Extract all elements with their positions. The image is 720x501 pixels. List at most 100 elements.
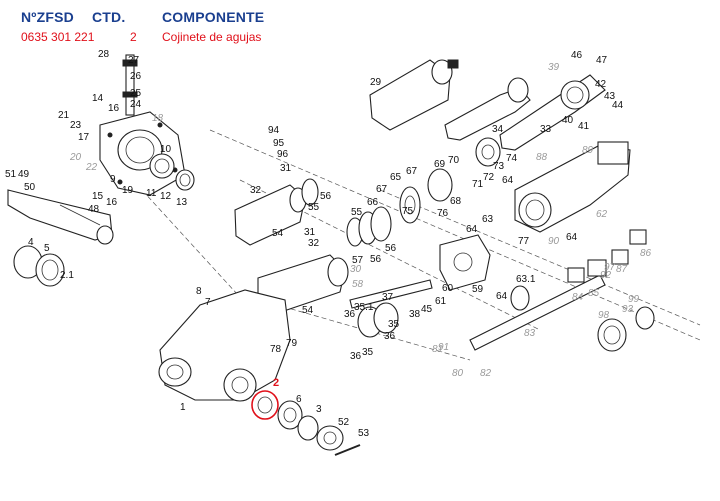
- callout-26: 26: [130, 71, 142, 82]
- callout-67b: 67: [376, 184, 388, 195]
- callout-16b: 16: [106, 197, 118, 208]
- callout-46: 46: [571, 50, 583, 61]
- cylinder-part-54-upper[interactable]: [234, 184, 307, 246]
- callout-68: 68: [450, 196, 462, 207]
- callout-70: 70: [448, 155, 460, 166]
- callout-82: 82: [480, 368, 492, 379]
- callout-11: 11: [146, 188, 157, 199]
- seal-ring-part-13[interactable]: [175, 169, 195, 191]
- cylinder-part-29[interactable]: [369, 59, 459, 131]
- callout-76: 76: [437, 208, 449, 219]
- callout-4: 4: [28, 237, 34, 248]
- callout-61: 61: [435, 296, 447, 307]
- callout-2-highlighted: 2: [273, 377, 279, 389]
- callout-18: 18: [152, 113, 164, 124]
- callout-42: 42: [595, 79, 607, 90]
- valve-stem-part[interactable]: [122, 54, 138, 116]
- callout-32b: 32: [308, 238, 320, 249]
- callout-7: 7: [205, 297, 211, 308]
- callout-78: 78: [270, 344, 282, 355]
- callout-29: 29: [370, 77, 382, 88]
- callout-79: 79: [286, 338, 298, 349]
- callout-3: 3: [316, 404, 322, 415]
- flange-part-52[interactable]: [316, 425, 344, 451]
- shaft-seal-rings[interactable]: [13, 245, 65, 287]
- callout-24: 24: [130, 99, 142, 110]
- callout-43: 43: [604, 91, 616, 102]
- callout-47: 47: [596, 55, 608, 66]
- callout-95: 95: [273, 138, 285, 149]
- bearing-ring-part-10[interactable]: [149, 153, 175, 179]
- callout-64: 64: [502, 175, 514, 186]
- callout-2-1: 2.1: [60, 270, 74, 281]
- col-component-header: COMPONENTE: [162, 9, 265, 25]
- callout-51: 51: [5, 169, 17, 180]
- callout-1: 1: [180, 402, 186, 413]
- callout-23: 23: [70, 120, 82, 131]
- callout-91: 91: [438, 342, 449, 353]
- pinion-shaft-part[interactable]: [444, 77, 531, 141]
- callout-75: 75: [402, 206, 414, 217]
- callout-38: 38: [409, 309, 421, 320]
- callout-49: 49: [18, 169, 30, 180]
- callout-35: 35: [388, 319, 400, 330]
- callout-55b: 55: [351, 207, 363, 218]
- callout-83: 83: [524, 328, 536, 339]
- callout-39: 39: [548, 62, 560, 73]
- right-bearing-stack[interactable]: [567, 229, 655, 352]
- callout-67: 67: [406, 166, 418, 177]
- callout-13: 13: [176, 197, 188, 208]
- callout-56b: 56: [385, 243, 397, 254]
- assembly-axis-lines: [109, 129, 701, 361]
- selected-part-number: 0635 301 221: [21, 30, 95, 44]
- input-shaft-part[interactable]: [7, 189, 114, 245]
- lower-shaft-part-83[interactable]: [469, 274, 606, 351]
- callout-63: 63: [482, 214, 494, 225]
- col-quantity-header: CTD.: [92, 9, 126, 25]
- callout-34: 34: [492, 124, 504, 135]
- callout-36: 36: [344, 309, 356, 320]
- callout-97: 97: [604, 262, 616, 273]
- bolt-part-53[interactable]: [334, 444, 361, 456]
- callout-31: 31: [280, 163, 292, 174]
- callout-28: 28: [98, 49, 110, 60]
- selected-component: Cojinete de agujas: [162, 30, 262, 44]
- callout-57: 57: [352, 255, 364, 266]
- snap-ring-part-3[interactable]: [297, 415, 319, 441]
- callout-74: 74: [506, 153, 518, 164]
- callout-36b: 36: [384, 331, 396, 342]
- callout-54: 54: [272, 228, 284, 239]
- right-housing-part[interactable]: [514, 141, 631, 233]
- callout-80: 80: [452, 368, 464, 379]
- callout-14: 14: [92, 93, 104, 104]
- callout-71: 71: [472, 179, 484, 190]
- actuator-housing-part[interactable]: [439, 234, 491, 291]
- callout-32: 32: [250, 185, 262, 196]
- callout-35b: 35: [362, 347, 374, 358]
- col-part-number-header: NºZFSD: [21, 9, 74, 25]
- callout-89: 89: [582, 145, 594, 156]
- callout-22: 22: [85, 162, 98, 173]
- shift-rod-part[interactable]: [349, 279, 433, 338]
- callout-66: 66: [367, 197, 379, 208]
- callout-16: 16: [108, 103, 120, 114]
- callout-90: 90: [548, 236, 560, 247]
- callout-27: 27: [128, 55, 140, 66]
- callout-55: 55: [308, 202, 320, 213]
- main-housing-part[interactable]: [158, 289, 291, 402]
- callout-6: 6: [296, 394, 302, 405]
- needle-bearing-part-2[interactable]: [251, 390, 279, 420]
- callout-21: 21: [58, 110, 70, 121]
- callout-36c: 36: [350, 351, 362, 362]
- callout-63-1: 63.1: [516, 274, 536, 285]
- callout-50: 50: [24, 182, 36, 193]
- callout-87: 87: [616, 264, 628, 275]
- callout-35-1: 35.1: [354, 302, 374, 313]
- output-shaft-part-33[interactable]: [499, 74, 606, 151]
- callout-98: 98: [598, 310, 610, 321]
- callout-37: 37: [382, 292, 394, 303]
- piston-rings-group[interactable]: [301, 137, 501, 247]
- callout-5: 5: [44, 243, 50, 254]
- thrust-washer-part-6[interactable]: [277, 400, 303, 430]
